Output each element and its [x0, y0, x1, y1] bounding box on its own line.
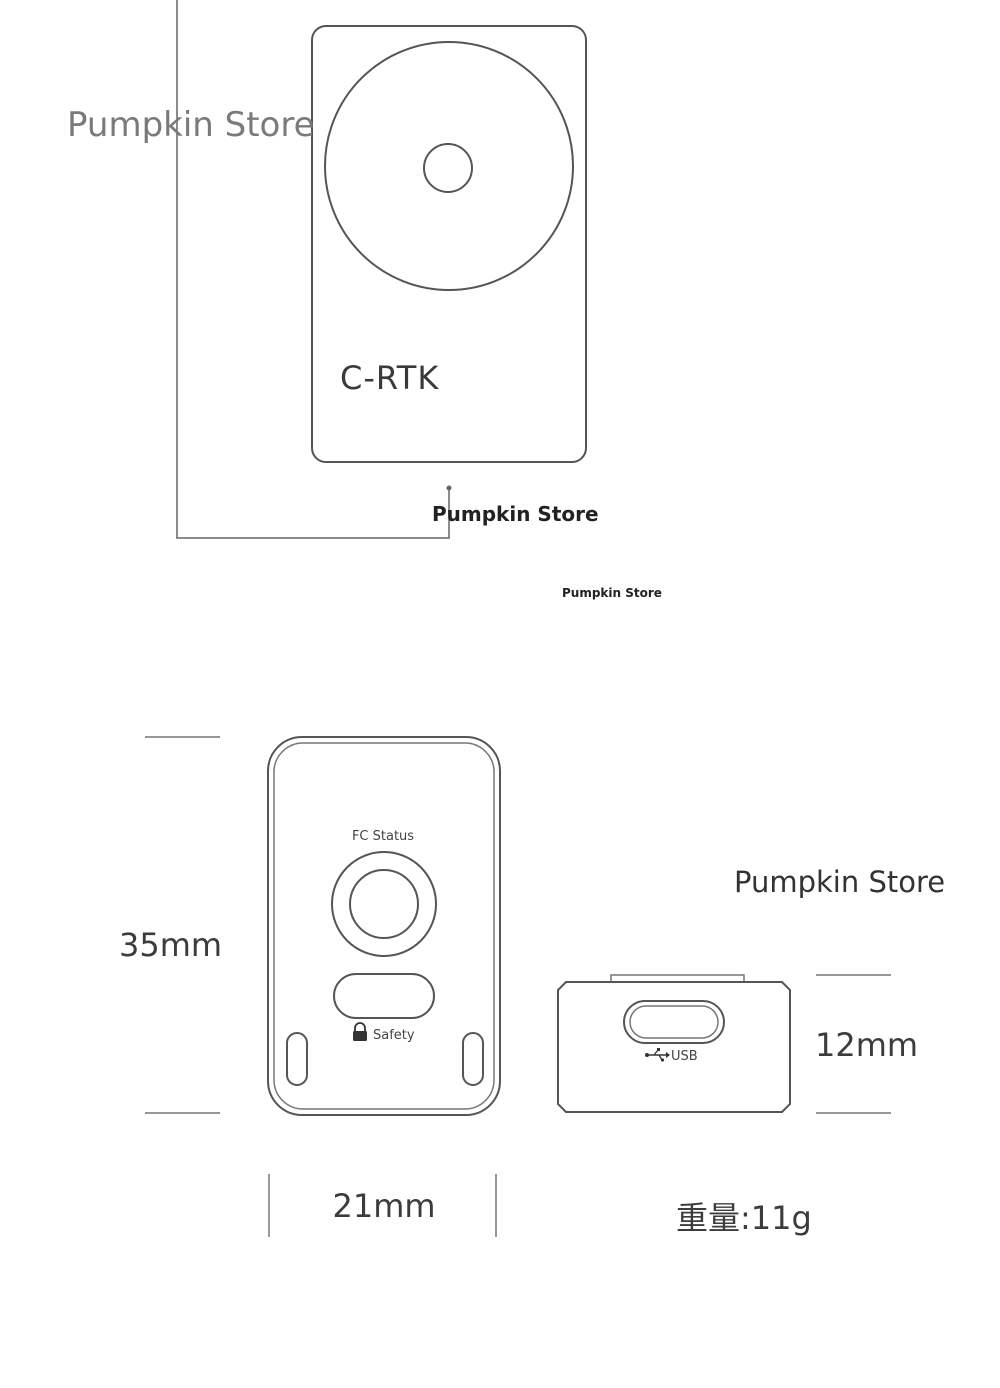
weight-label: 重量:11g — [676, 1199, 812, 1237]
side-body — [557, 981, 791, 1113]
thickness-dimension: 12mm — [815, 974, 918, 1114]
width-dimension: 21mm — [268, 1174, 497, 1237]
mount-slot-right — [462, 1032, 484, 1086]
front-body-outer — [267, 736, 501, 1116]
antenna-disc — [324, 41, 574, 291]
watermark-small-center: Pumpkin Store — [562, 586, 662, 600]
side-view: USB — [557, 974, 791, 1113]
usb-icon — [645, 1048, 670, 1062]
cable-connector-dot — [446, 485, 452, 491]
mount-slot-left — [286, 1032, 308, 1086]
front-view: FC Status Safety — [267, 736, 501, 1116]
front-body-inner — [273, 742, 495, 1110]
height-label: 35mm — [119, 926, 222, 964]
side-top-tab — [610, 974, 745, 983]
module-brand-label: C-RTK — [340, 359, 439, 397]
watermark-top-left: Pumpkin Store — [67, 105, 315, 145]
module-body — [311, 25, 587, 463]
safety-label: Safety — [373, 1028, 415, 1043]
lock-icon — [353, 1022, 367, 1041]
usb-label: USB — [671, 1049, 698, 1064]
antenna-center — [423, 143, 473, 193]
width-label: 21mm — [332, 1187, 435, 1225]
safety-button — [333, 973, 435, 1019]
status-ring-outer — [331, 851, 437, 957]
watermark-under-module: Pumpkin Store — [432, 502, 599, 526]
usb-port-inner — [629, 1005, 719, 1039]
thickness-label: 12mm — [815, 1026, 918, 1064]
fc-status-label: FC Status — [352, 829, 414, 844]
cable-line — [176, 0, 450, 539]
height-dimension: 35mm — [119, 736, 222, 1114]
usb-port-outer — [623, 1000, 725, 1044]
status-ring-inner — [349, 869, 419, 939]
watermark-right-middle: Pumpkin Store — [734, 865, 945, 899]
rtk-module-illustration: C-RTK — [176, 0, 587, 539]
